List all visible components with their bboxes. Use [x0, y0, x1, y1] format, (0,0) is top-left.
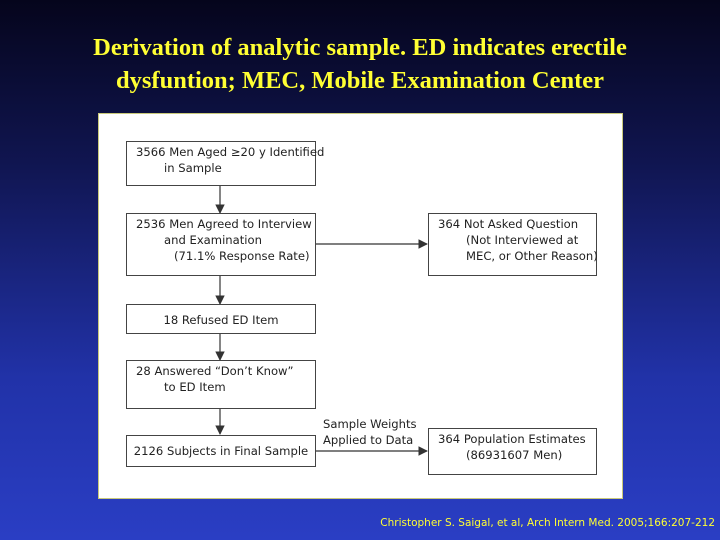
box-final: 2126 Subjects in Final Sample: [126, 435, 316, 467]
box-not-asked: 364 Not Asked Question (Not Interviewed …: [428, 213, 598, 276]
label-sample-weights-line1: Sample Weights: [323, 417, 417, 431]
box-agreed-line2: and Examination: [164, 233, 262, 247]
box-dont-know-line2: to ED Item: [164, 380, 226, 394]
label-sample-weights: Sample Weights Applied to Data: [323, 416, 417, 448]
citation: Christopher S. Saigal, et al, Arch Inter…: [380, 517, 715, 529]
flowchart-panel: 3566 Men Aged ≥20 y Identified in Sample…: [98, 113, 623, 499]
box-agreed: 2536 Men Agreed to Interview and Examina…: [126, 213, 316, 276]
box-identified-line2: in Sample: [164, 161, 222, 175]
slide-title: Derivation of analytic sample. ED indica…: [0, 31, 720, 97]
box-identified: 3566 Men Aged ≥20 y Identified in Sample: [126, 141, 325, 186]
box-estimates-line1: 364 Population Estimates: [438, 432, 586, 446]
box-agreed-line1: 2536 Men Agreed to Interview: [136, 217, 312, 231]
box-dont-know-line1: 28 Answered “Don’t Know”: [136, 364, 294, 378]
box-dont-know: 28 Answered “Don’t Know” to ED Item: [126, 360, 316, 409]
box-refused-label: 18 Refused ED Item: [163, 313, 279, 327]
box-refused: 18 Refused ED Item: [126, 304, 316, 334]
label-sample-weights-line2: Applied to Data: [323, 433, 414, 447]
box-agreed-line3: (71.1% Response Rate): [174, 249, 310, 263]
box-identified-line1: 3566 Men Aged ≥20 y Identified: [136, 145, 325, 159]
box-estimates-line2: (86931607 Men): [466, 448, 563, 462]
slide-title-line2: dysfuntion; MEC, Mobile Examination Cent…: [116, 67, 604, 94]
flowchart-connectors: [215, 186, 428, 456]
box-estimates: 364 Population Estimates (86931607 Men): [428, 428, 597, 475]
box-not-asked-line2: (Not Interviewed at: [466, 233, 579, 247]
slide-title-line1: Derivation of analytic sample. ED indica…: [93, 34, 627, 61]
box-not-asked-line3: MEC, or Other Reason): [466, 249, 598, 263]
box-final-label: 2126 Subjects in Final Sample: [133, 444, 309, 458]
box-not-asked-line1: 364 Not Asked Question: [438, 217, 579, 231]
